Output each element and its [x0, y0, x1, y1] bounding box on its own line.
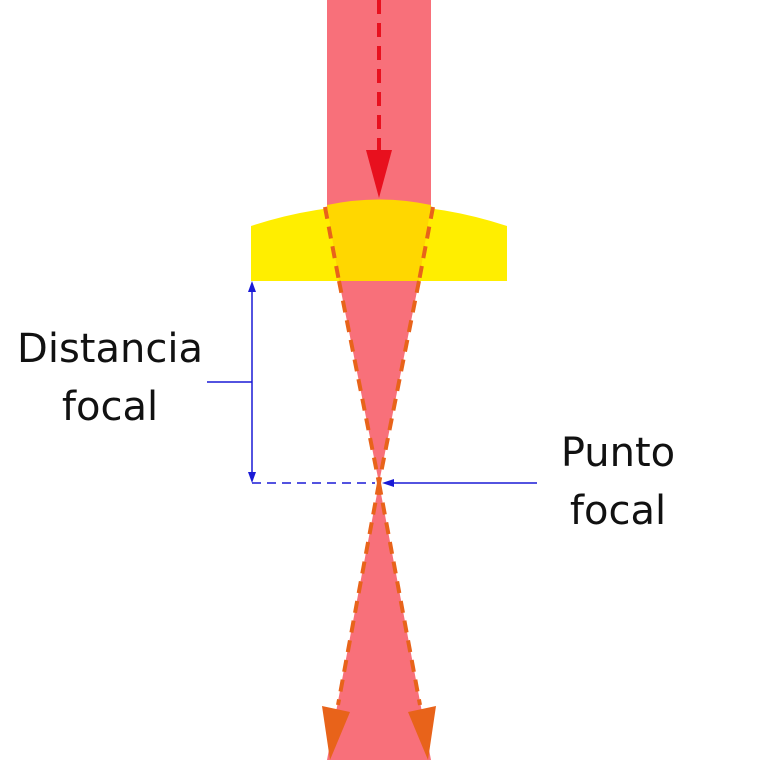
focal-distance-label-line1: Distancia — [17, 326, 203, 372]
beam-inside-lens — [327, 199, 431, 281]
dimension-arrowhead-bottom — [248, 472, 256, 483]
focal-point-label-line1: Punto — [560, 430, 676, 476]
focal-point-arrowhead — [382, 479, 394, 487]
converging-beam — [339, 281, 419, 483]
ray-right-diverging — [377, 482, 422, 706]
incoming-arrowhead — [366, 150, 392, 198]
ray-left-in-lens — [323, 206, 341, 282]
ray-left-converging — [337, 280, 381, 484]
focal-distance-label-line2: focal — [61, 384, 159, 430]
ray-right-in-lens — [417, 206, 435, 282]
dimension-arrowhead-top — [248, 281, 256, 292]
diverging-beam — [327, 483, 431, 760]
outgoing-arrowhead-left — [322, 706, 350, 760]
focal-point-label: Punto focal — [548, 424, 688, 540]
outgoing-arrowhead-right — [408, 706, 436, 760]
focal-distance-label: Distancia focal — [10, 320, 210, 436]
focal-point-label-line2: focal — [569, 488, 667, 534]
ray-left-diverging — [336, 482, 381, 706]
ray-right-converging — [377, 280, 421, 484]
